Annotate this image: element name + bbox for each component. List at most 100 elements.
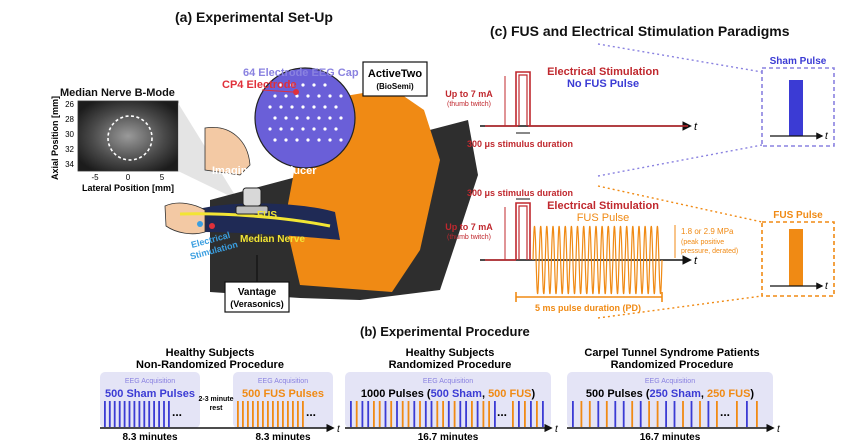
bottom-amp-label: Up to 7 mA — [445, 222, 493, 232]
verasonics-label: (Verasonics) — [230, 299, 284, 309]
group1-sham-label: 500 Sham Pulses — [105, 388, 195, 400]
pulse-bar — [367, 401, 370, 427]
pulse-bar — [267, 401, 269, 427]
pulse-bar — [143, 401, 146, 427]
subject-hand — [164, 202, 206, 235]
pulse-bar — [277, 401, 279, 427]
pulse-bar — [746, 401, 748, 427]
group1-t: t — [337, 424, 341, 435]
pressure-label-3: pressure, derated) — [681, 248, 738, 255]
bmode-x-label: Lateral Position [mm] — [82, 183, 174, 193]
pulse-bar — [524, 401, 526, 427]
group3-label-pre: 500 Pulses ( — [586, 388, 650, 400]
pulse-bar — [622, 401, 625, 427]
bmode-y-ticks: 26 28 30 32 34 — [65, 100, 74, 169]
group2-ellipsis: ... — [497, 405, 507, 419]
eeg-electrode-dot — [328, 94, 332, 98]
top-duration-label: 300 μs stimulus duration — [467, 139, 573, 149]
bmode-x-tick: 5 — [160, 173, 165, 182]
subject-arm — [195, 203, 340, 240]
pulse-bar — [665, 401, 667, 427]
pulse-bar — [262, 401, 264, 427]
pulse-bar — [272, 401, 274, 427]
eeg-electrodes — [268, 83, 343, 142]
pulse-bar — [247, 401, 249, 427]
panel-c: (c) FUS and Electrical Stimulation Parad… — [445, 23, 835, 319]
group1-title-1: Healthy Subjects — [166, 347, 255, 359]
group3-time: 16.7 minutes — [640, 432, 701, 443]
pulse-bar — [355, 401, 358, 427]
pulse-bar — [488, 401, 490, 427]
pulse-bar — [384, 401, 387, 427]
fus-zoom-t: t — [825, 281, 829, 292]
bottom-electrical-pulse-inner — [518, 205, 528, 260]
group1-rest-label-2: rest — [210, 405, 224, 412]
group1-time-2: 8.3 minutes — [255, 432, 310, 443]
eeg-electrode-dot — [306, 138, 310, 142]
pulse-bar — [614, 401, 617, 427]
pulse-bar — [476, 401, 479, 427]
group2-label-sham: 500 Sham — [431, 388, 483, 400]
group1-ellipsis-2: ... — [306, 405, 316, 419]
median-nerve-label: Median Nerve — [240, 234, 305, 245]
sham-zoom-title: Sham Pulse — [770, 56, 827, 67]
group1-time-1: 8.3 minutes — [122, 432, 177, 443]
pressure-label-1: 1.8 or 2.9 MPa — [681, 227, 734, 236]
group3-eeg-label: EEG Acquisition — [645, 378, 695, 385]
pulse-bar — [648, 401, 650, 427]
eeg-electrode-dot — [268, 105, 272, 109]
pulse-bar — [282, 401, 284, 427]
stimulation-electrode-icon — [197, 221, 203, 227]
pulse-bar — [756, 401, 758, 427]
eeg-electrode-dot — [323, 127, 327, 131]
activetwo-label: ActiveTwo — [368, 68, 422, 80]
pulse-bar — [257, 401, 259, 427]
panel-a: (a) Experimental Set-Up Median Nerve B-M… — [50, 9, 478, 313]
eeg-electrode-dot — [284, 138, 288, 142]
group1-ellipsis-1: ... — [172, 405, 182, 419]
pressure-label-2: (peak positive — [681, 239, 724, 246]
group3-pulses-label: 500 Pulses (250 Sham, 250 FUS) — [586, 388, 755, 400]
bmode-y-tick: 32 — [65, 145, 74, 154]
eeg-electrode-dot — [268, 127, 272, 131]
pulse-bar — [252, 401, 254, 427]
pulse-bar — [494, 401, 496, 427]
pulse-bar — [580, 401, 583, 427]
pulse-bar — [588, 401, 591, 427]
pulse-bar — [242, 401, 244, 427]
pulse-bar — [148, 401, 151, 427]
pulse-bar — [436, 401, 439, 427]
bmode-y-tick: 26 — [65, 100, 74, 109]
eeg-electrode-dot — [317, 116, 321, 120]
bmode-image — [77, 100, 179, 172]
eeg-electrode-dot — [339, 94, 343, 98]
group2-label-post: ) — [531, 388, 535, 400]
bmode-nerve-outline — [107, 115, 153, 161]
pulse-bar — [716, 401, 718, 427]
panel-a-title: (a) Experimental Set-Up — [175, 9, 333, 25]
pulse-bar — [430, 401, 433, 427]
pulse-bar — [133, 401, 136, 427]
pulse-bar — [656, 401, 659, 427]
top-electrical-pulse-inner — [518, 74, 528, 126]
bottom-electrical-label: Electrical Stimulation — [547, 200, 659, 212]
bmode-x-ticks: -5 0 5 — [91, 173, 164, 182]
group1-eeg-label-1: EEG Acquisition — [125, 378, 175, 385]
top-nofus-label: No FUS Pulse — [567, 78, 639, 90]
pulse-bar — [512, 401, 514, 427]
pulse-bar — [424, 401, 427, 427]
eeg-electrode-dot — [284, 94, 288, 98]
pulse-bar — [373, 401, 375, 427]
group1-sham-pulses — [104, 401, 170, 427]
panel-b: (b) Experimental Procedure Healthy Subje… — [100, 324, 781, 443]
eeg-electrode-dot — [295, 138, 299, 142]
pulse-bar — [419, 401, 421, 427]
fus-transducer-icon — [235, 205, 269, 215]
pulse-bar — [736, 401, 738, 427]
pulse-bar — [465, 401, 467, 427]
eeg-electrode-dot — [290, 127, 294, 131]
group2-pulses — [350, 401, 544, 427]
median-nerve — [179, 212, 331, 228]
pd-label: 5 ms pulse duration (PD) — [535, 303, 641, 313]
pulse-bar — [128, 401, 131, 427]
